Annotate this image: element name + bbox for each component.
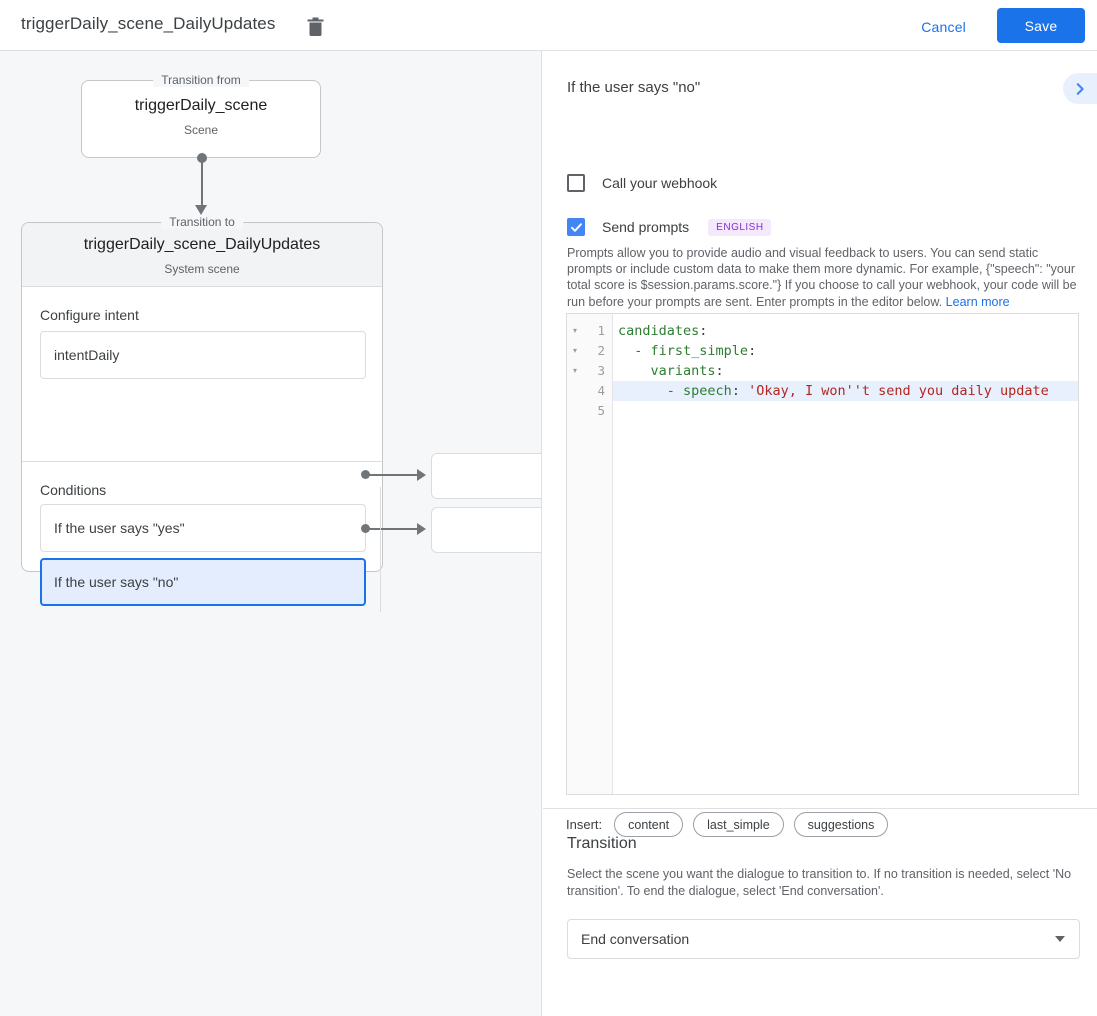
webhook-checkbox-row[interactable]: Call your webhook — [567, 174, 717, 192]
code-key: first_simple — [650, 343, 749, 359]
code-punct: : — [699, 323, 708, 339]
code-key: candidates — [618, 323, 700, 339]
fold-marker[interactable]: ▾ — [573, 366, 578, 375]
canvas-guide-line — [380, 487, 381, 612]
top-bar: triggerDaily_scene_DailyUpdates Cancel S… — [0, 0, 1097, 51]
fold-marker[interactable]: ▾ — [573, 326, 578, 335]
configure-intent-value: intentDaily — [54, 347, 120, 363]
code-line — [613, 401, 1078, 421]
transition-from-subtitle: Scene — [183, 123, 219, 137]
code-line: - first_simple: — [618, 343, 757, 359]
code-punct: : — [748, 343, 757, 359]
chip-content[interactable]: content — [614, 812, 684, 837]
condition-connector-line-yes — [366, 474, 418, 476]
editor-gutter: ▾ ▾ ▾ 1 2 3 4 5 — [567, 314, 613, 794]
line-number: 1 — [597, 323, 605, 338]
line-number: 4 — [597, 383, 605, 398]
condition-target-box-no[interactable] — [431, 507, 541, 553]
code-string: 'Okay, I won''t send you daily update — [739, 383, 1049, 399]
line-number: 5 — [597, 403, 605, 418]
transition-select-value: End conversation — [581, 931, 690, 947]
transition-to-legend: Transition to — [161, 215, 243, 229]
code-editor[interactable]: ▾ ▾ ▾ 1 2 3 4 5 candidates: - first_simp… — [566, 313, 1079, 795]
transition-from-legend: Transition from — [153, 73, 249, 87]
flow-canvas: Transition from triggerDaily_scene Scene… — [0, 51, 542, 1016]
transition-to-card: Transition to triggerDaily_scene_DailyUp… — [21, 215, 383, 606]
editor-content[interactable]: candidates: - first_simple: variants: - … — [613, 314, 1078, 794]
condition-connector-dot-yes — [361, 470, 370, 479]
panel-divider — [543, 808, 1097, 809]
code-line: - speech: 'Okay, I won''t send you daily… — [613, 381, 1078, 401]
cancel-button[interactable]: Cancel — [913, 13, 974, 41]
insert-chips-row: Insert: content last_simple suggestions — [566, 812, 898, 837]
prompts-description-text: Prompts allow you to provide audio and v… — [567, 246, 1077, 309]
fold-marker[interactable]: ▾ — [573, 346, 578, 355]
condition-item-no[interactable]: If the user says "no" — [40, 558, 366, 606]
configure-intent-label: Configure intent — [40, 307, 139, 323]
transition-section-title: Transition — [567, 835, 637, 852]
condition-target-box-yes[interactable] — [431, 453, 541, 499]
code-line: variants: — [613, 361, 1078, 381]
send-prompts-checkbox[interactable] — [567, 218, 585, 236]
code-punct: : — [715, 363, 724, 379]
transition-section-description: Select the scene you want the dialogue t… — [567, 867, 1072, 898]
webhook-checkbox[interactable] — [567, 174, 585, 192]
transition-to-subtitle: System scene — [164, 262, 240, 276]
transition-from-name: triggerDaily_scene — [134, 97, 268, 114]
line-number: 3 — [597, 363, 605, 378]
caret-down-icon — [1055, 936, 1065, 942]
page-title: triggerDaily_scene_DailyUpdates — [21, 14, 276, 33]
configure-intent-field[interactable]: intentDaily — [40, 331, 366, 379]
trash-icon[interactable] — [303, 14, 327, 38]
chevron-right-icon[interactable] — [1063, 73, 1097, 104]
code-key: speech — [683, 383, 732, 399]
conditions-divider — [22, 461, 382, 462]
chip-last-simple[interactable]: last_simple — [693, 812, 784, 837]
webhook-label: Call your webhook — [602, 175, 718, 191]
condition-connector-dot-no — [361, 524, 370, 533]
condition-item-yes[interactable]: If the user says "yes" — [40, 504, 366, 552]
transition-select[interactable]: End conversation — [567, 919, 1080, 959]
conditions-label: Conditions — [40, 482, 107, 498]
transition-to-header — [22, 223, 382, 287]
language-badge: ENGLISH — [708, 218, 771, 236]
condition-connector-arrow-no-icon — [417, 523, 426, 535]
code-punct: : — [731, 383, 740, 399]
learn-more-link[interactable]: Learn more — [945, 294, 1010, 309]
save-button[interactable]: Save — [997, 8, 1085, 43]
prompts-description: Prompts allow you to provide audio and v… — [567, 245, 1084, 310]
panel-title: If the user says "no" — [567, 79, 701, 96]
code-line: candidates: — [613, 321, 1078, 341]
condition-connector-arrow-yes-icon — [417, 469, 426, 481]
insert-label: Insert: — [566, 817, 603, 832]
send-prompts-label: Send prompts — [602, 219, 690, 235]
connector-line — [201, 158, 203, 206]
transition-from-card[interactable]: Transition from triggerDaily_scene Scene — [81, 73, 321, 158]
send-prompts-row[interactable]: Send prompts ENGLISH — [567, 218, 771, 236]
chip-suggestions[interactable]: suggestions — [793, 812, 889, 837]
condition-label: If the user says "no" — [54, 574, 179, 590]
condition-label: If the user says "yes" — [54, 520, 185, 536]
line-number: 2 — [597, 343, 605, 358]
transition-to-name: triggerDaily_scene_DailyUpdates — [83, 236, 321, 253]
code-key: variants — [650, 363, 716, 379]
condition-connector-line-no — [366, 528, 418, 530]
connector-arrow-icon — [195, 205, 207, 215]
